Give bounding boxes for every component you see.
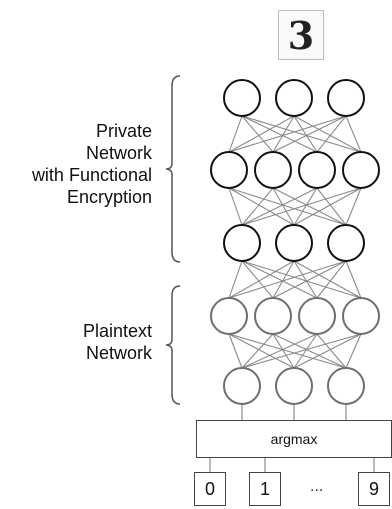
network-edge (241, 260, 274, 299)
network-edge (345, 260, 362, 299)
network-edge (228, 115, 347, 153)
network-edge (241, 333, 362, 369)
output-box-1: 1 (249, 472, 281, 506)
plaintext-label-line: Plaintext (82, 321, 152, 341)
network-edge (228, 260, 295, 299)
network-edge (293, 333, 362, 369)
plaintext-label-line: Network (85, 343, 152, 363)
plaintext-network-bracket (165, 285, 181, 405)
plaintext-network-node (254, 297, 292, 335)
input-digit-image: 3 (278, 10, 324, 60)
network-edge (241, 187, 362, 226)
network-edge (228, 333, 295, 369)
private-network-node (327, 224, 365, 262)
network-edge (241, 333, 274, 369)
output-ellipsis: ... (310, 478, 324, 495)
network-edge (272, 115, 295, 153)
network-edge (272, 260, 295, 299)
plaintext-network-node (275, 367, 313, 405)
network-edge (241, 115, 362, 153)
network-edge (293, 115, 318, 153)
private-network-bracket (165, 75, 181, 263)
private-network-node (298, 151, 336, 189)
network-edge (316, 333, 347, 369)
network-edge (293, 260, 318, 299)
plaintext-network-node (342, 297, 380, 335)
network-edge (228, 187, 347, 226)
plaintext-network-node (298, 297, 336, 335)
network-edge (228, 260, 243, 299)
network-edge (241, 115, 274, 153)
network-edge (272, 333, 295, 369)
argmax-box: argmax (196, 420, 392, 458)
network-edge (345, 333, 362, 369)
network-edge (241, 115, 318, 153)
private-network-node (210, 151, 248, 189)
network-edge (293, 333, 318, 369)
network-edge (316, 260, 347, 299)
network-edge (272, 187, 347, 226)
network-edge (228, 333, 243, 369)
plaintext-network-node (327, 367, 365, 405)
network-edge (293, 187, 362, 226)
network-edge (241, 260, 318, 299)
private-network-node (254, 151, 292, 189)
network-edge (228, 187, 295, 226)
private-network-label: Private Network with Functional Encrypti… (32, 120, 152, 208)
plaintext-network-node (223, 367, 261, 405)
network-edge (228, 115, 295, 153)
network-edge (293, 187, 318, 226)
output-box-9: 9 (358, 472, 390, 506)
output-box-0: 0 (194, 472, 226, 506)
network-edge (228, 115, 243, 153)
private-network-node (223, 79, 261, 117)
network-edge (272, 115, 347, 153)
network-edge (272, 333, 347, 369)
private-label-line: Encryption (66, 187, 152, 207)
network-edge (241, 260, 362, 299)
network-edge (272, 187, 295, 226)
private-network-node (342, 151, 380, 189)
network-edge (241, 187, 274, 226)
private-label-line: Network (85, 143, 152, 163)
network-edge (316, 115, 347, 153)
plaintext-network-label: Plaintext Network (83, 320, 152, 364)
network-edge (345, 187, 362, 226)
network-edge (228, 260, 347, 299)
private-network-node (223, 224, 261, 262)
plaintext-network-node (210, 297, 248, 335)
private-network-node (275, 224, 313, 262)
network-edge (316, 187, 347, 226)
private-network-node (275, 79, 313, 117)
network-edge (228, 187, 243, 226)
private-label-line: Private (95, 121, 152, 141)
network-edge (241, 333, 318, 369)
network-edge (272, 260, 347, 299)
network-edge (228, 333, 347, 369)
private-network-node (327, 79, 365, 117)
network-edge (293, 260, 362, 299)
private-label-line: with Functional (31, 165, 152, 185)
network-edge (345, 115, 362, 153)
network-edge (241, 187, 318, 226)
network-edge (293, 115, 362, 153)
